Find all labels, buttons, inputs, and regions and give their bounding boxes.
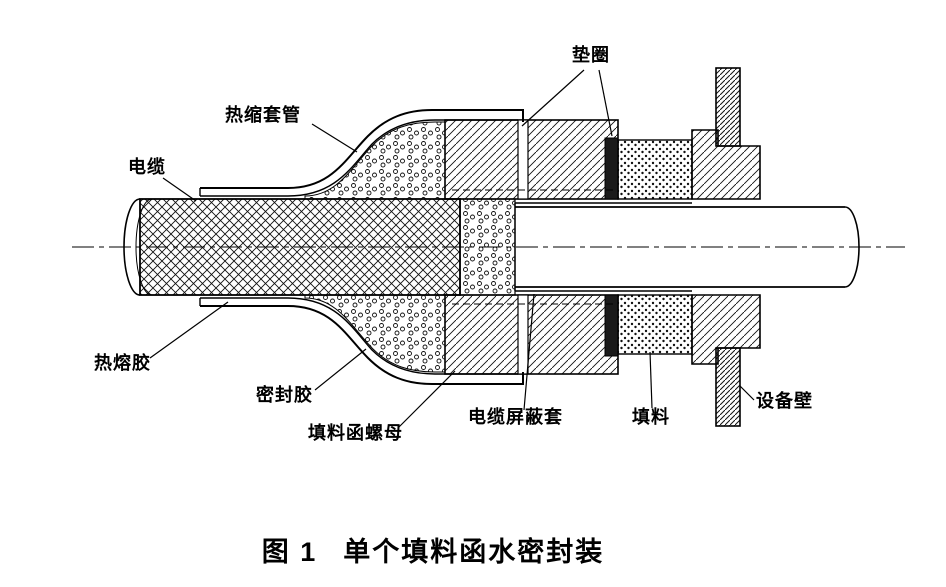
washers bbox=[517, 119, 619, 375]
label-washer: 垫圈 bbox=[572, 45, 610, 65]
figure-caption-number: 图 1 bbox=[261, 537, 318, 567]
boot-inner-bottom bbox=[200, 297, 518, 375]
label-heat-shrink-tube: 热缩套管 bbox=[225, 105, 301, 125]
label-cable: 电缆 bbox=[128, 157, 166, 177]
gland-nut-bottom bbox=[444, 294, 619, 375]
leader-shield-sleeve bbox=[523, 293, 535, 411]
leader-equipment-wall bbox=[739, 385, 755, 401]
leader-washer-2 bbox=[598, 69, 613, 137]
figure-caption-title: 单个填料函水密封装 bbox=[343, 537, 605, 567]
leader-cable bbox=[162, 177, 197, 202]
leader-washer-1 bbox=[521, 69, 585, 127]
boot-inner-top bbox=[200, 119, 518, 197]
gland-nut bbox=[444, 119, 619, 375]
label-hot-melt-adhesive: 热熔胶 bbox=[94, 353, 151, 373]
leader-packing bbox=[649, 351, 653, 409]
equipment-wall-top bbox=[715, 67, 741, 147]
gland-body bbox=[691, 129, 761, 365]
leader-sealant bbox=[314, 348, 367, 391]
leader-heat-shrink bbox=[311, 123, 358, 153]
sealant-bottom bbox=[304, 294, 446, 373]
equipment-wall-bottom bbox=[715, 347, 741, 427]
washer-left-bottom bbox=[517, 294, 529, 375]
label-packing: 填料 bbox=[632, 407, 670, 427]
leader-gland-nut bbox=[397, 370, 456, 429]
washer-left-top bbox=[517, 119, 529, 200]
label-cable-shield-sleeve: 电缆屏蔽套 bbox=[468, 407, 563, 427]
figure-caption: 图 1 单个填料函水密封装 bbox=[0, 530, 866, 569]
boot-outer-bottom bbox=[200, 305, 524, 385]
label-gland-nut: 填料函螺母 bbox=[308, 423, 403, 443]
packing-top bbox=[617, 139, 693, 200]
sleeve-lines bbox=[515, 202, 692, 292]
boot-outer-top bbox=[200, 109, 524, 189]
leader-lines bbox=[149, 69, 755, 429]
leader-hot-melt bbox=[149, 301, 229, 359]
label-equipment-wall: 设备壁 bbox=[756, 391, 813, 411]
shield-sleeve bbox=[514, 202, 860, 292]
packing-bottom bbox=[617, 294, 693, 355]
gland-nut-top bbox=[444, 119, 619, 200]
label-sealant: 密封胶 bbox=[256, 385, 313, 405]
equipment-wall bbox=[715, 67, 741, 427]
packing bbox=[617, 139, 693, 355]
sealant-top bbox=[304, 121, 446, 200]
tube-lines bbox=[515, 206, 845, 288]
heat-shrink-boot bbox=[199, 109, 524, 385]
